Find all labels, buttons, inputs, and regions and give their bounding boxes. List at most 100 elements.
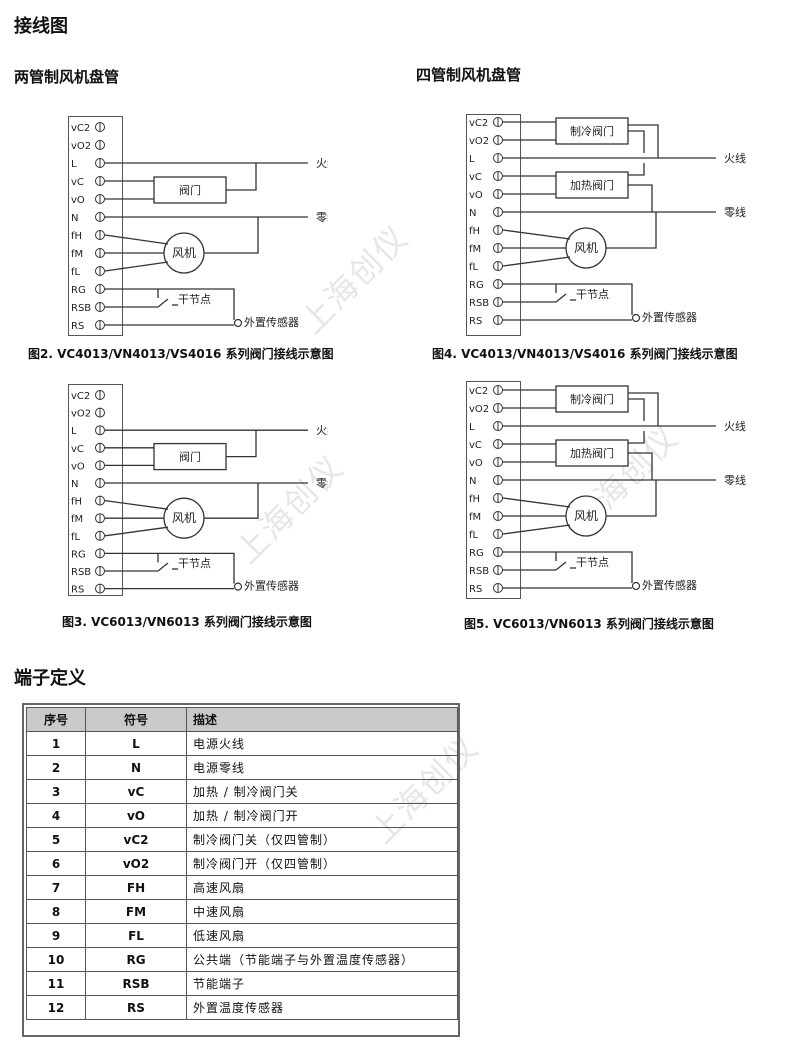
wire [628, 124, 659, 158]
wire [502, 229, 571, 240]
wire [556, 551, 633, 583]
terminal-label-rsb: RSB [71, 567, 91, 578]
terminal-label-vc2: vC2 [71, 391, 90, 402]
cell-index: 7 [26, 875, 86, 900]
wire [628, 452, 653, 480]
wire [226, 163, 257, 191]
wire [158, 288, 235, 320]
terminal-label-fh: fH [469, 226, 480, 237]
terminal-label-l: L [71, 159, 77, 170]
terminal-label-rs: RS [71, 585, 84, 596]
cell-symbol: vO2 [85, 851, 187, 876]
cell-description: 公共端（节能端子与外置温度传感器） [186, 947, 458, 972]
cell-symbol: vC2 [85, 827, 187, 852]
cell-index: 8 [26, 899, 86, 924]
header-description: 描述 [186, 707, 458, 732]
terminal-label-fm: fM [469, 244, 481, 255]
dry-contact-label: 干节点 [576, 556, 609, 569]
terminal-label-rsb: RSB [469, 566, 489, 577]
terminal-label-rg: RG [469, 280, 484, 291]
terminal-strip [466, 114, 521, 336]
terminal-label-fl: fL [71, 267, 81, 278]
cell-symbol: vC [85, 779, 187, 804]
terminal-label-n: N [469, 476, 476, 487]
dry-contact-label: 干节点 [178, 293, 211, 306]
wiring-diagram-svg: vC2vO2LvCvONfHfMfLRGRSBRS火线零线阀门风机干节点外置传感… [68, 116, 338, 336]
wire [628, 184, 653, 212]
terminal-label-n: N [469, 208, 476, 219]
wiring-diagram-svg: vC2vO2LvCvONfHfMfLRGRSBRS火线零线制冷阀门加热阀门风机干… [466, 114, 746, 336]
terminal-label-vc: vC [71, 444, 84, 455]
terminal-label-fm: fM [469, 512, 481, 523]
terminal-label-vc: vC [71, 177, 84, 188]
valve-label: 阀门 [179, 183, 201, 197]
wire [502, 256, 571, 267]
sensor-node-icon [233, 582, 243, 591]
cool-valve-label: 制冷阀门 [570, 392, 614, 406]
cell-description: 制冷阀门关（仅四管制） [186, 827, 458, 852]
live-label: 火线 [316, 156, 328, 170]
live-label: 火线 [724, 151, 746, 165]
cell-symbol: FL [85, 923, 187, 948]
fan-neutral-wire [606, 212, 657, 249]
terminal-label-vo2: vO2 [469, 136, 489, 147]
heat-valve-label: 加热阀门 [570, 178, 614, 192]
terminal-label-vc: vC [469, 440, 482, 451]
terminal-strip [466, 381, 521, 599]
terminal-label-fh: fH [71, 231, 82, 242]
cell-symbol: FH [85, 875, 187, 900]
terminal-label-vo2: vO2 [71, 141, 91, 152]
terminal-label-rs: RS [469, 584, 482, 595]
terminal-strip [68, 116, 123, 336]
ext-sensor-label: 外置传感器 [244, 316, 299, 329]
heat-valve-box [555, 439, 629, 467]
wire [628, 392, 659, 426]
fan-neutral-wire [606, 480, 657, 517]
cell-symbol: vO [85, 803, 187, 828]
wiring-diagram-svg: vC2vO2LvCvONfHfMfLRGRSBRS火线零线阀门风机干节点外置传感… [68, 384, 338, 596]
dry-contact-label: 干节点 [178, 557, 211, 570]
caption-fig2: 图2. VC4013/VN4013/VS4016 系列阀门接线示意图 [28, 347, 334, 361]
ext-sensor-label: 外置传感器 [244, 580, 299, 593]
fan-label: 风机 [172, 246, 196, 260]
switch-blade [157, 298, 169, 308]
terminal-label-vo: vO [469, 458, 483, 469]
terminal-label-fl: fL [469, 262, 479, 273]
cell-symbol: FM [85, 899, 187, 924]
terminal-label-vo: vO [469, 190, 483, 201]
page-title: 接线图 [14, 16, 68, 37]
cell-description: 电源零线 [186, 755, 458, 780]
terminal-strip [68, 384, 123, 596]
terminal-label-vc2: vC2 [469, 386, 488, 397]
heat-valve-label: 加热阀门 [570, 446, 614, 460]
fan-label: 风机 [574, 241, 598, 255]
fan-label: 风机 [574, 509, 598, 523]
cell-symbol: RG [85, 947, 187, 972]
neutral-label: 零线 [724, 473, 746, 487]
neutral-label: 零线 [724, 205, 746, 219]
caption-fig4: 图4. VC4013/VN4013/VS4016 系列阀门接线示意图 [432, 347, 738, 361]
terminal-label-rg: RG [469, 548, 484, 559]
sensor-node-icon [631, 313, 641, 323]
terminal-label-fm: fM [71, 514, 83, 525]
cell-symbol: L [85, 731, 187, 756]
terminal-label-n: N [71, 479, 78, 490]
switch-blade [555, 293, 567, 303]
terminal-label-fl: fL [469, 530, 479, 541]
terminal-label-vc2: vC2 [469, 118, 488, 129]
caption-fig5: 图5. VC6013/VN6013 系列阀门接线示意图 [464, 617, 714, 631]
cell-index: 3 [26, 779, 86, 804]
wire [628, 163, 645, 176]
terminal-label-rs: RS [71, 321, 84, 332]
wire [502, 497, 571, 508]
wire [104, 234, 169, 245]
terminal-label-l: L [71, 426, 77, 437]
switch-blade [157, 562, 169, 572]
wire [502, 524, 571, 535]
